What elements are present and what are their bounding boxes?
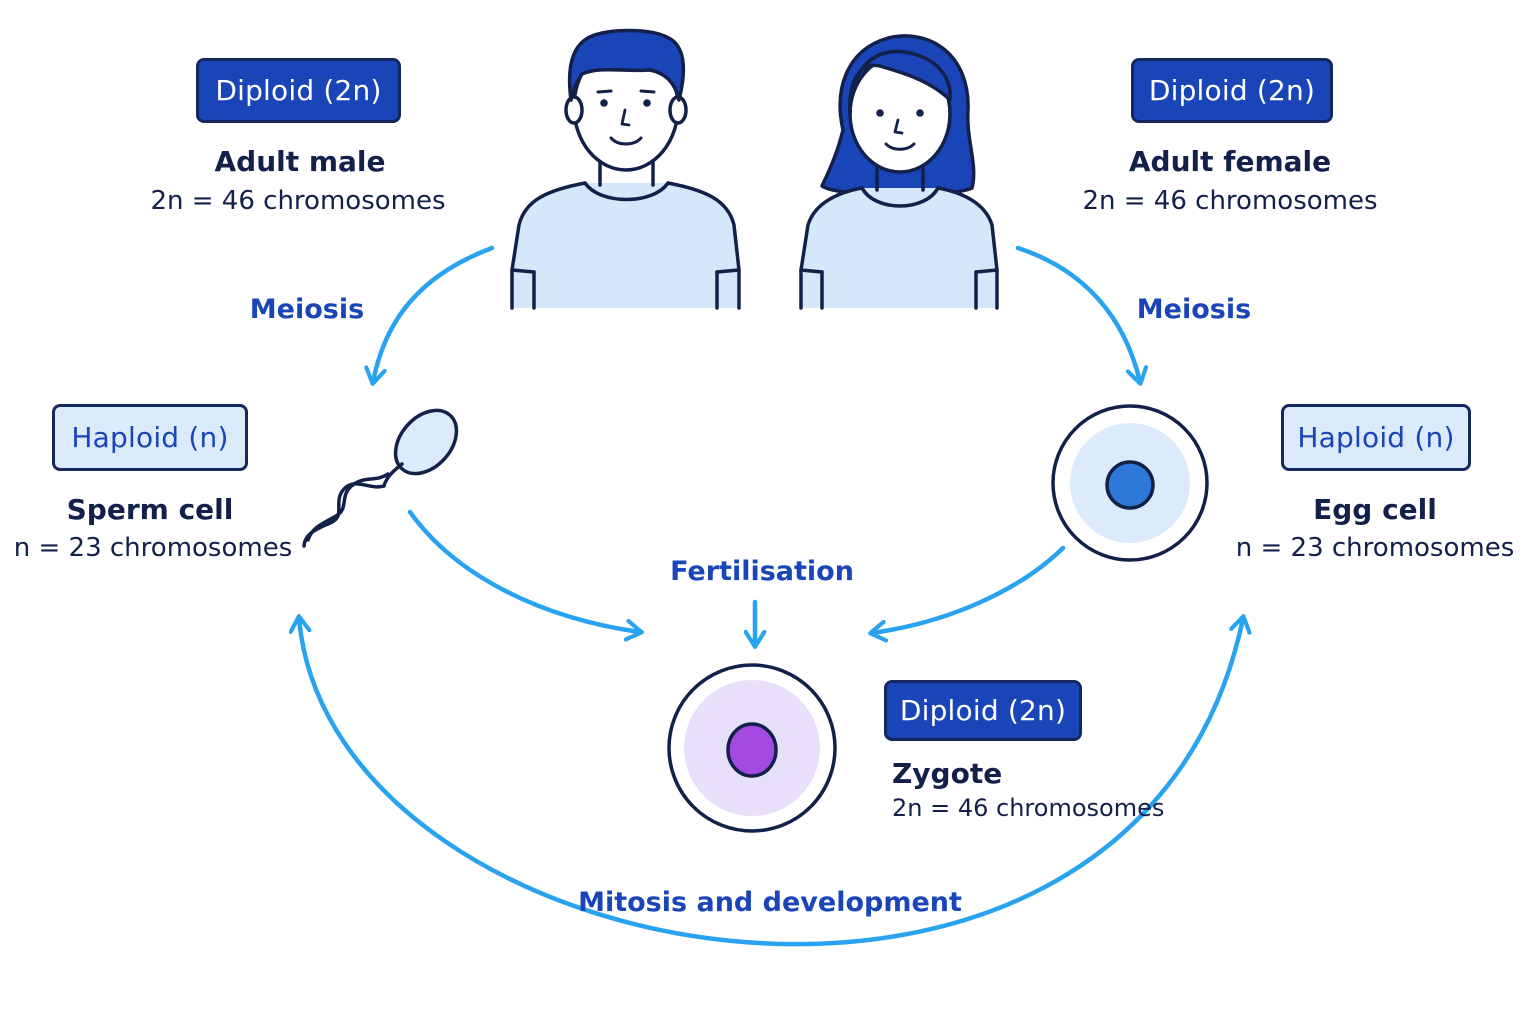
- zygote-icon: [667, 663, 837, 833]
- sperm-name: Sperm cell: [66, 493, 234, 526]
- adult-female-name: Adult female: [1128, 145, 1332, 178]
- adult-female-count: 2n = 46 chromosomes: [1082, 186, 1378, 216]
- egg-cell-icon: [1051, 404, 1209, 562]
- mitosis-development-arrow: [299, 618, 1243, 947]
- sperm-to-zygote-arrow: [407, 509, 640, 632]
- meiosis-right-arrow: [1015, 245, 1140, 382]
- egg-ploidy-badge: Haploid (n): [1281, 404, 1471, 471]
- zygote-ploidy-badge: Diploid (2n): [884, 680, 1082, 741]
- adult-female-ploidy-badge: Diploid (2n): [1131, 58, 1333, 123]
- zygote-name: Zygote: [892, 757, 1003, 790]
- egg-to-zygote-arrow: [872, 545, 1066, 633]
- adult-male-ploidy-text: Diploid (2n): [215, 74, 382, 107]
- sperm-cell-icon: [302, 408, 459, 548]
- adult-male-count: 2n = 46 chromosomes: [150, 186, 446, 216]
- egg-name: Egg cell: [1313, 493, 1437, 526]
- meiosis-left-arrow: [373, 245, 495, 382]
- sperm-ploidy-badge: Haploid (n): [52, 404, 248, 471]
- meiosis-right-label: Meiosis: [1136, 294, 1252, 325]
- fertilisation-label: Fertilisation: [670, 556, 854, 587]
- sperm-count: n = 23 chromosomes: [13, 533, 293, 563]
- adult-female-ploidy-text: Diploid (2n): [1148, 74, 1316, 107]
- sperm-ploidy-text: Haploid (n): [71, 421, 229, 454]
- egg-count: n = 23 chromosomes: [1235, 533, 1515, 563]
- adult-female-figure: [799, 34, 999, 310]
- egg-ploidy-text: Haploid (n): [1297, 421, 1455, 454]
- zygote-ploidy-text: Diploid (2n): [899, 694, 1067, 727]
- mitosis-development-label: Mitosis and development: [578, 887, 962, 918]
- adult-male-figure: [510, 28, 741, 310]
- adult-male-name: Adult male: [214, 145, 386, 178]
- adult-male-ploidy-badge: Diploid (2n): [196, 58, 401, 123]
- zygote-count: 2n = 46 chromosomes: [892, 794, 1165, 822]
- meiosis-left-label: Meiosis: [249, 294, 365, 325]
